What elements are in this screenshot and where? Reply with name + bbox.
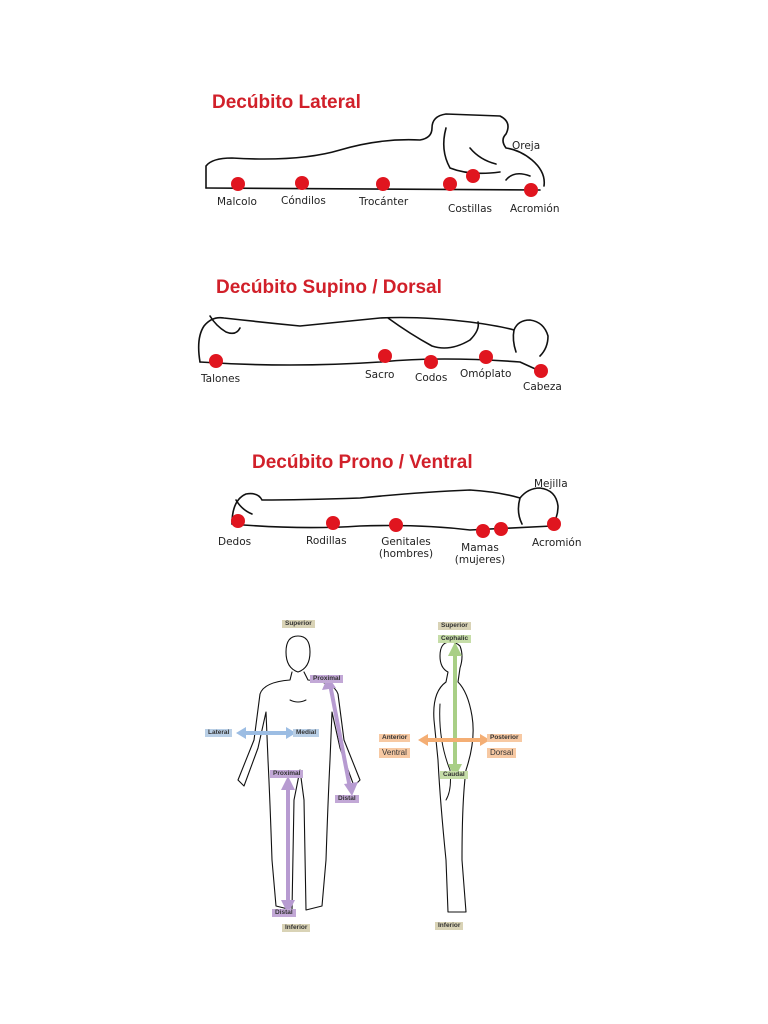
tag-front-inferior: Inferior: [282, 924, 311, 932]
label-condilos: Cóndilos: [281, 195, 326, 207]
lateral-points: [231, 169, 538, 197]
point-mamas-1: [476, 524, 490, 538]
tag-front-lateral: Lateral: [205, 729, 233, 737]
label-acromion: Acromión: [510, 203, 560, 215]
point-trocanter: [376, 177, 390, 191]
label-genitales-line1: Genitales: [381, 536, 431, 548]
prono-points: [231, 514, 561, 538]
point-condilos: [295, 176, 309, 190]
label-genitales: Genitales (hombres): [376, 536, 436, 560]
tag-side-caudal: Caudal: [440, 771, 468, 779]
title-decubito-prono: Decúbito Prono / Ventral: [252, 452, 473, 473]
title-decubito-lateral: Decúbito Lateral: [212, 92, 361, 113]
label-omoplato: Omóplato: [460, 368, 512, 380]
label-acromion-prono: Acromión: [532, 537, 582, 549]
point-codos: [424, 355, 438, 369]
label-mamas-line2: (mujeres): [454, 554, 506, 566]
point-mamas-2: [494, 522, 508, 536]
point-omoplato: [479, 350, 493, 364]
tag-side-dorsal: Dorsal: [487, 748, 517, 758]
tag-side-inferior: Inferior: [435, 922, 464, 930]
label-codos: Codos: [415, 372, 448, 384]
label-dedos: Dedos: [218, 536, 252, 548]
label-mamas-line1: Mamas: [461, 542, 499, 554]
label-cabeza: Cabeza: [523, 381, 562, 393]
supino-points: [209, 349, 548, 378]
label-oreja: Oreja: [512, 140, 541, 152]
label-mejilla: Mejilla: [534, 478, 568, 490]
point-malcolo: [231, 177, 245, 191]
point-oreja: [466, 169, 480, 183]
point-cabeza: [534, 364, 548, 378]
anatomy-side-arrows: [418, 642, 490, 778]
point-sacro: [378, 349, 392, 363]
lateral-figure: [205, 113, 546, 191]
label-sacro: Sacro: [365, 369, 395, 381]
point-costillas: [443, 177, 457, 191]
label-rodillas: Rodillas: [306, 535, 347, 547]
title-decubito-supino: Decúbito Supino / Dorsal: [216, 277, 442, 298]
anatomy-front-arrows: [236, 676, 358, 914]
tag-side-ventral: Ventral: [379, 748, 410, 758]
tag-side-superior: Superior: [438, 622, 471, 630]
label-mamas: Mamas (mujeres): [452, 542, 508, 566]
tag-side-anterior: Anterior: [379, 734, 411, 742]
tag-front-proximal-arm: Proximal: [310, 675, 344, 683]
point-rodillas: [326, 516, 340, 530]
label-costillas: Costillas: [448, 203, 492, 215]
label-talones: Talones: [201, 373, 241, 385]
supino-figure: [197, 315, 549, 373]
tag-front-distal-leg: Distal: [272, 909, 296, 917]
point-dedos: [231, 514, 245, 528]
tag-front-medial: Medial: [293, 729, 320, 737]
point-talones: [209, 354, 223, 368]
point-acromion: [547, 517, 561, 531]
label-genitales-line2: (hombres): [378, 548, 434, 560]
anatomy-side-figure: [433, 641, 474, 913]
tag-side-cephalic: Cephalic: [438, 635, 472, 643]
label-malcolo: Malcolo: [217, 196, 257, 208]
point-genitales: [389, 518, 403, 532]
tag-side-posterior: Posterior: [487, 734, 522, 742]
tag-front-proximal-leg: Proximal: [270, 770, 304, 778]
point-acromion: [524, 183, 538, 197]
tag-front-superior: Superior: [282, 620, 315, 628]
label-trocanter: Trocánter: [359, 196, 409, 208]
tag-front-distal-arm: Distal: [335, 795, 359, 803]
prono-figure: [231, 487, 559, 531]
